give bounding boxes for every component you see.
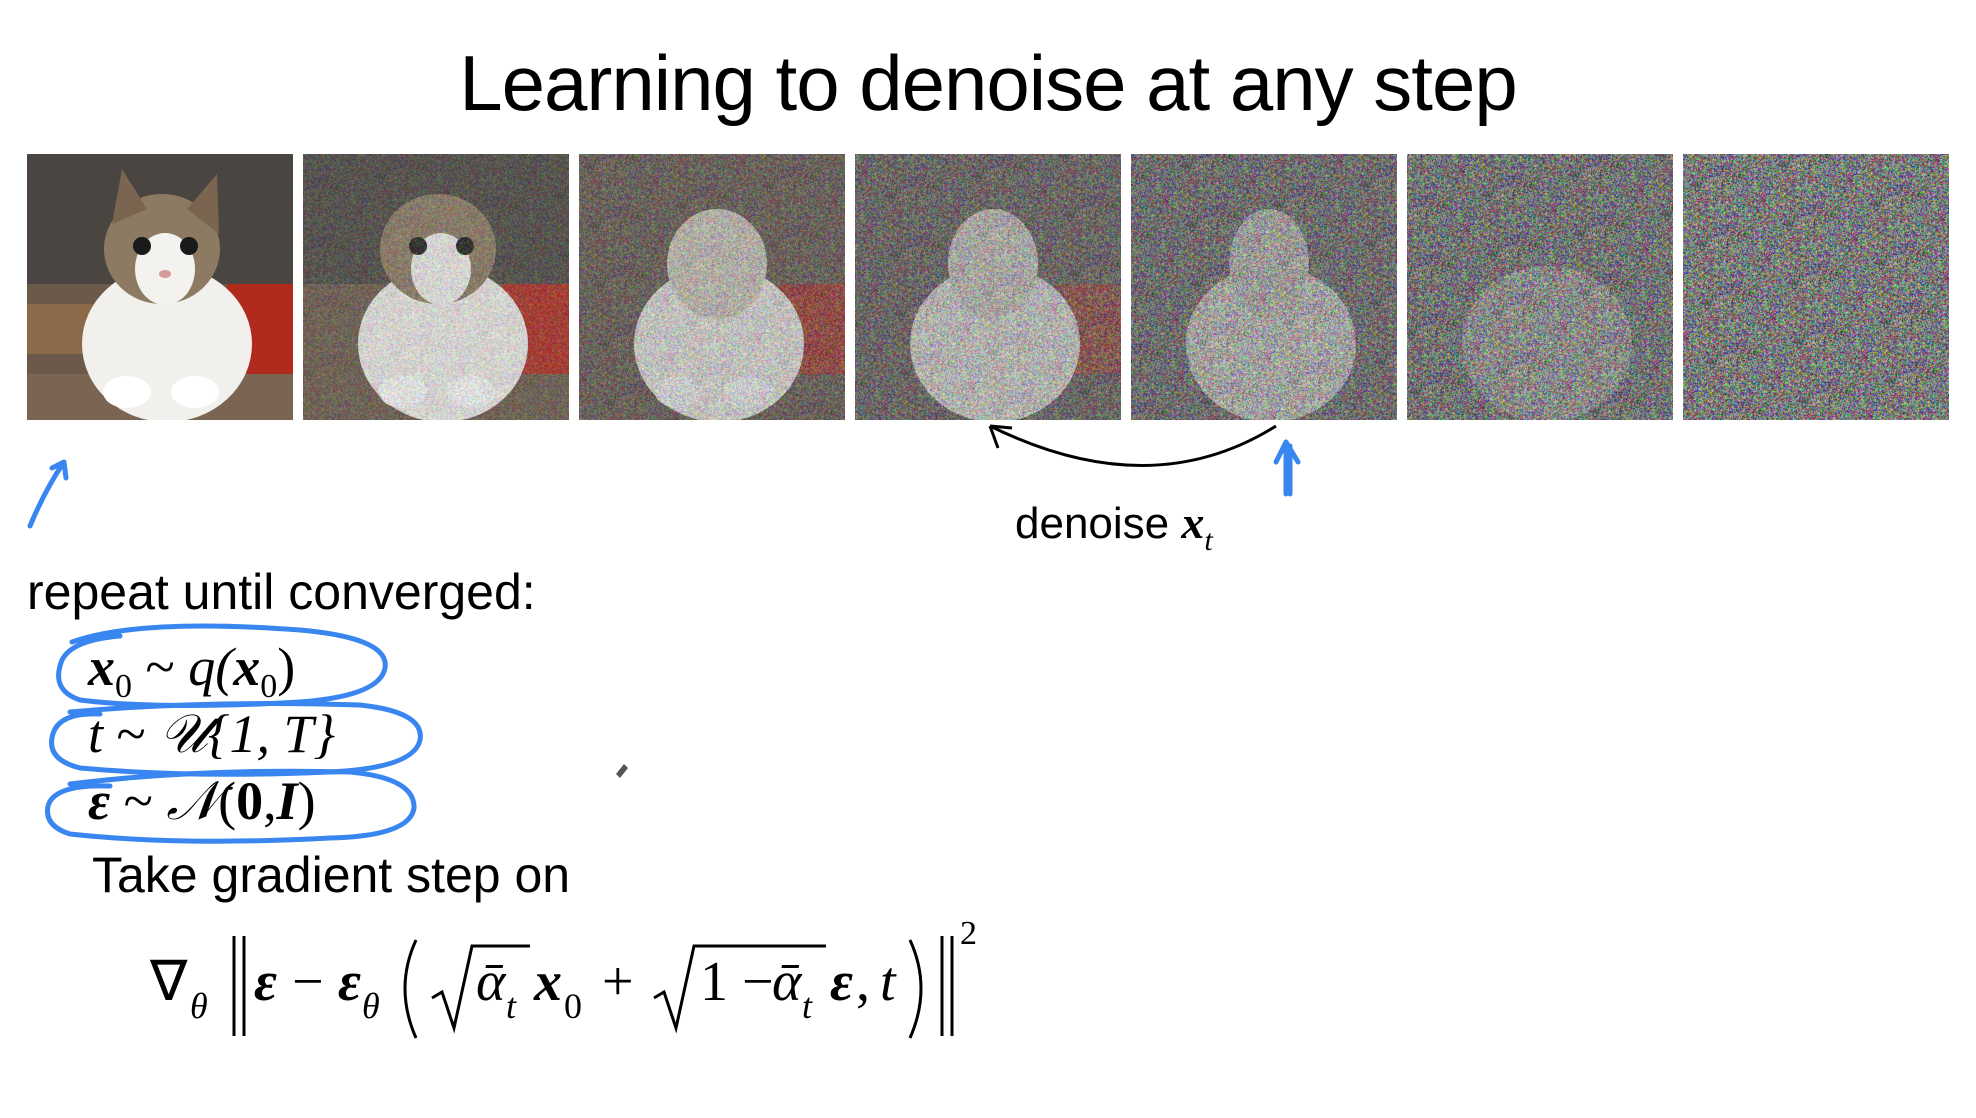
s3-open: (	[218, 771, 237, 831]
s3-op: ~	[110, 771, 167, 831]
blue-arrow-right	[1273, 439, 1301, 497]
loss-eps: ε	[254, 951, 277, 1013]
denoise-caption: denoise xt	[1015, 496, 1213, 557]
loss-eps-2: ε	[830, 951, 853, 1013]
loss-alpha-1: ᾱ	[476, 951, 507, 1013]
s1-func: q(	[188, 637, 234, 697]
denoise-arc	[989, 424, 1277, 467]
repeat-text: repeat until converged:	[27, 564, 536, 620]
s2-var: t	[88, 704, 104, 764]
image-noise-step-5	[1407, 154, 1673, 420]
s3-var: ε	[88, 771, 111, 831]
image-noise-step-2	[579, 154, 845, 420]
s3-zero: 0	[236, 771, 264, 831]
loss-alpha-2: ᾱ	[772, 951, 803, 1013]
image-noise-step-4	[1131, 154, 1397, 420]
s1-op: ~	[132, 637, 189, 697]
loss-alpha-sub-1: t	[506, 986, 517, 1026]
slide-title: Learning to denoise at any step	[459, 39, 1517, 127]
s3-close: )	[297, 771, 316, 831]
step-sample-eps: ε ~ 𝒩(0,I)	[88, 770, 316, 833]
s2-op: ~	[103, 704, 160, 764]
caption-var: x	[1181, 497, 1205, 548]
s2-rest: {1, T}	[207, 704, 336, 764]
loss-equation-svg: ∇ θ ε − ε θ ᾱ t x 0 + 1 − ᾱ t ε , t 2	[149, 915, 977, 1039]
s1-close: )	[277, 637, 296, 697]
loss-t: t	[880, 951, 897, 1013]
loss-x-sub: 0	[564, 986, 582, 1026]
loss-minus: −	[278, 951, 338, 1013]
step-sample-x0: x0 ~ q(x0)	[88, 636, 295, 706]
s1-sub: 0	[115, 667, 132, 705]
loss-eps-theta-sub: θ	[362, 986, 380, 1026]
image-pure-noise	[1683, 154, 1949, 420]
denoise-arrowhead	[988, 424, 1013, 449]
loss-comma: ,	[856, 951, 870, 1013]
caption-sub: t	[1204, 524, 1213, 557]
s3-func: 𝒩	[166, 771, 219, 831]
loss-eps-theta: ε	[338, 951, 361, 1013]
s2-func: 𝒰	[159, 704, 208, 764]
s3-identity: I	[276, 771, 298, 831]
s1-arg-sub: 0	[260, 667, 278, 705]
blue-arrow-left	[27, 459, 69, 529]
s1-var: x	[88, 637, 115, 697]
loss-square: 2	[960, 915, 977, 952]
image-noise-step-3	[855, 154, 1121, 420]
loss-x: x	[533, 951, 562, 1013]
loss-equation: ∇ θ ε − ε θ ᾱ t x 0 + 1 − ᾱ t ε , t 2	[149, 915, 1110, 1062]
image-clean-cat	[27, 154, 293, 420]
pen-cursor-icon	[616, 764, 628, 778]
loss-nabla: ∇	[149, 951, 188, 1013]
step-sample-t: t ~ 𝒰{1, T}	[88, 703, 335, 766]
s1-arg: x	[233, 637, 261, 697]
s3-comma: ,	[263, 771, 277, 831]
take-step-text: Take gradient step on	[92, 847, 571, 903]
caption-prefix: denoise	[1015, 499, 1170, 548]
loss-alpha-sub-2: t	[802, 986, 813, 1026]
loss-nabla-sub: θ	[190, 986, 208, 1026]
loss-one-minus: 1 −	[700, 951, 788, 1013]
loss-plus: +	[588, 951, 648, 1013]
image-noise-step-1	[303, 154, 569, 420]
